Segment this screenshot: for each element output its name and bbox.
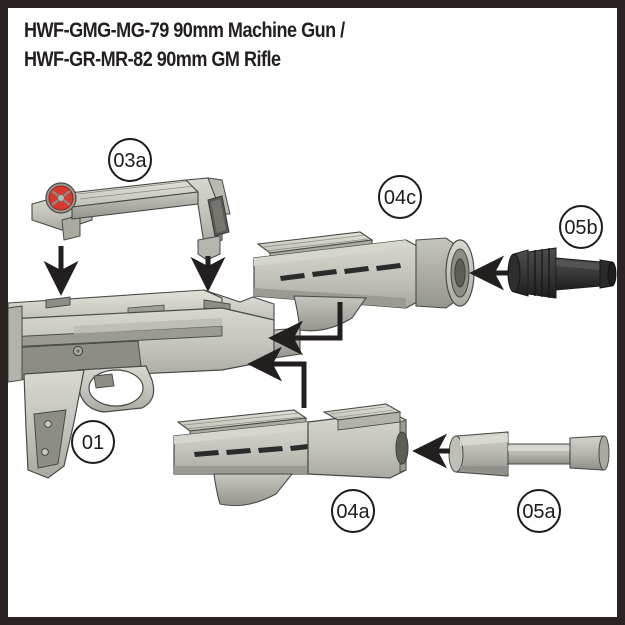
hg04a-rail-ridges [183,412,303,430]
callout-05a-circle[interactable] [517,489,561,533]
exploded-diagram-artwork: 03a 04c 05b 01 04a [8,138,617,533]
page-title: HWF-GMG-MG-79 90mm Machine Gun / HWF-GR-… [24,16,584,74]
sup-rear-cap [507,253,521,293]
hg04a-skirt [213,473,294,507]
grip-screw-upper [44,420,52,428]
arrow-elbow-04a [247,346,307,408]
part-04a-handguard [173,403,409,507]
barrel-rear-face [448,435,464,473]
callout-04c-label: 04c [384,187,416,209]
callout-04a-label: 04a [336,501,370,523]
barrel-muzzle-face [598,435,610,471]
hg04c-vent-slots [280,263,401,281]
handle-rail-ridges [77,180,195,200]
sup-muzzle-bore [607,261,617,287]
part-01-receiver [8,289,301,479]
barrel-rear-highlight [460,434,508,446]
callout-05a[interactable]: 05a [517,489,561,533]
callout-05b-label: 05b [564,217,597,239]
callout-05b-circle[interactable] [559,205,603,249]
receiver-pivot-pin-center [76,349,80,353]
callout-04a[interactable]: 04a [331,489,375,533]
assembly-arrows [43,246,508,469]
receiver-top-rail [203,289,275,321]
hg04c-skirt [293,295,368,332]
handle-sight-slot-inner [211,199,226,233]
part-05a-barrel [448,431,610,477]
callout-05b[interactable]: 05b [559,205,603,249]
arrow-elbow-04c [268,302,343,356]
hg04c-muzzle-bore [454,258,466,288]
part-05b-suppressor [507,247,617,299]
callout-01-label: 01 [82,432,104,454]
title-line-2: HWF-GR-MR-82 90mm GM Rifle [24,48,281,71]
hg04c-body-highlight [254,240,406,266]
hg04a-block-grooves [329,405,395,419]
callout-04c-circle[interactable] [378,175,422,219]
receiver-rear-stock [8,305,23,383]
sup-tube-highlight [556,260,600,270]
hg04a-vent-slots [194,444,309,457]
callout-01-circle[interactable] [71,420,115,464]
receiver-front-boss [273,327,301,359]
title-line-1: HWF-GMG-MG-79 90mm Machine Gun / [24,19,345,42]
hg04a-body-shadow [174,466,308,474]
part-04c-handguard [253,231,475,332]
receiver-upper-band [74,318,222,334]
sup-ribs [534,248,550,298]
callout-04a-circle[interactable] [331,489,375,533]
receiver-mount-notch-left [45,296,71,309]
barrel-shaft-highlight [508,446,570,451]
callout-03a-label: 03a [113,150,147,172]
hg04a-body-highlight [174,422,308,444]
barrel-rear-shadow [460,466,508,474]
diagram-canvas: HWF-GMG-MG-79 90mm Machine Gun / HWF-GR-… [8,8,617,617]
callout-group: 03a 04c 05b 01 04a [71,138,603,533]
callout-03a-circle[interactable] [108,138,152,182]
callout-04c[interactable]: 04c [378,175,422,219]
trigger [93,373,115,389]
callout-01[interactable]: 01 [71,420,115,464]
grip-screw-lower [41,448,49,456]
hg04a-muzzle-bore [395,431,409,465]
callout-03a[interactable]: 03a [108,138,152,182]
part-03a-carry-handle [31,177,231,261]
sight-dial-hub [57,194,65,202]
callout-05a-label: 05a [522,501,556,523]
hg04c-rail-ridges [263,234,369,252]
